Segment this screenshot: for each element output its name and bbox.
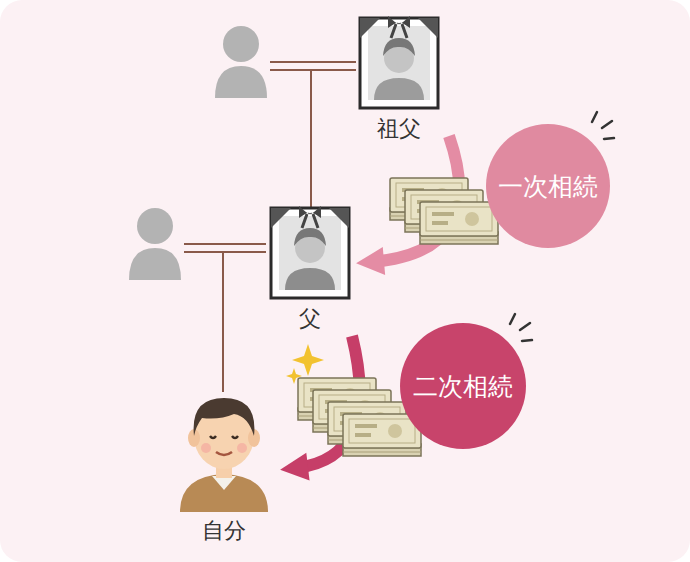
spouse-silhouette: [129, 208, 181, 280]
person-node: 自分: [170, 388, 278, 546]
sparkle: [286, 344, 324, 384]
name-label: 父: [264, 304, 356, 334]
circle-text: 一次相続: [498, 170, 598, 203]
portrait-node: 祖父: [353, 16, 445, 144]
spouse-silhouette: [215, 26, 267, 98]
circle-text: 二次相続: [413, 370, 513, 403]
money-stack: [390, 178, 498, 244]
family-line: [184, 62, 356, 392]
portrait-frame: [269, 206, 351, 300]
portrait-frame: [358, 16, 440, 110]
circle-label: 一次相続: [486, 124, 610, 248]
portrait-node: 父: [264, 206, 356, 334]
name-label: 自分: [170, 516, 278, 546]
circle-label: 二次相続: [400, 323, 526, 449]
person-figure: [176, 388, 272, 512]
name-label: 祖父: [353, 114, 445, 144]
